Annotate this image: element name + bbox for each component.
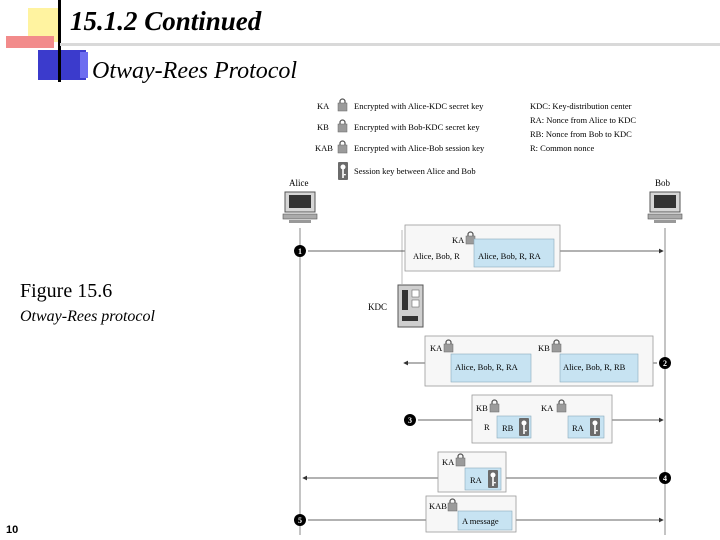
legend-right-kdc: KDC: Key-distribution center (530, 101, 632, 111)
step-4-key: KA (442, 457, 455, 467)
step-1-marker (294, 245, 306, 257)
legend-key-ka: KA (317, 101, 330, 111)
legend-text-session: Session key between Alice and Bob (354, 166, 476, 176)
figure-caption: Figure 15.6 (20, 280, 113, 302)
step-5: 5 KAB A message (294, 495, 664, 533)
bob-computer-icon (647, 191, 683, 224)
legend-key-kab: KAB (315, 143, 333, 153)
title-vertical-rule (58, 0, 61, 82)
step-2-key-a: KA (430, 343, 443, 353)
step-2-encrypted-a: Alice, Bob, R, RA (455, 362, 519, 372)
figure-caption-sub: Otway-Rees protocol (20, 308, 155, 325)
step-2-number: 2 (663, 359, 667, 368)
session-key-icon (519, 418, 529, 436)
step-3-number: 3 (408, 416, 412, 425)
step-2-encrypted-b: Alice, Bob, R, RB (563, 362, 626, 372)
legend-right-rb: RB: Nonce from Bob to KDC (530, 129, 632, 139)
legend-left: KA Encrypted with Alice-KDC secret key K… (315, 98, 485, 180)
actor-bob-label: Bob (655, 178, 671, 188)
legend-key-kb: KB (317, 122, 329, 132)
legend-text-ka: Encrypted with Alice-KDC secret key (354, 101, 484, 111)
kdc-server-icon (397, 284, 424, 328)
step-3: 3 KB R RB KA RA (404, 394, 664, 444)
step-5-number: 5 (298, 516, 302, 525)
lock-icon (337, 98, 348, 112)
session-key-icon (338, 162, 348, 180)
step-4-marker (659, 472, 671, 484)
actor-alice-label: Alice (289, 178, 309, 188)
slide-title: 15.1.2 Continued (70, 6, 262, 36)
step-1-number: 1 (298, 247, 302, 256)
step-1-plain: Alice, Bob, R (413, 251, 460, 261)
decor-blue-block-accent (80, 52, 88, 78)
step-2-marker (659, 357, 671, 369)
slide-number: 10 (6, 524, 19, 536)
step-1: 1 KA Alice, Bob, R Alice, Bob, R, RA (294, 224, 664, 272)
step-3-encrypted-b: RB (502, 423, 514, 433)
step-3-marker (404, 414, 416, 426)
step-3-common-nonce: R (484, 422, 490, 432)
step-2: 2 KA Alice, Bob, R, RA KB Alice, Bob, R,… (403, 335, 671, 387)
legend-right: KDC: Key-distribution center RA: Nonce f… (530, 101, 636, 153)
legend-right-r: R: Common nonce (530, 143, 594, 153)
step-5-key: KAB (429, 501, 447, 511)
legend-right-ra: RA: Nonce from Alice to KDC (530, 115, 636, 125)
step-5-marker (294, 514, 306, 526)
step-3-key-b: KB (476, 403, 488, 413)
step-2-key-b: KB (538, 343, 550, 353)
lock-icon (337, 140, 348, 154)
title-horizontal-rule (60, 43, 720, 46)
session-key-icon (590, 418, 600, 436)
step-4: 4 KA RA (302, 451, 671, 493)
step-4-number: 4 (663, 474, 667, 483)
decor-red-bar (6, 36, 54, 48)
step-3-encrypted-a: RA (572, 423, 585, 433)
step-5-encrypted: A message (462, 516, 499, 526)
decor-blue-block (38, 50, 86, 80)
step-1-key: KA (452, 235, 465, 245)
legend-text-kab: Encrypted with Alice-Bob session key (354, 143, 485, 153)
lock-icon (337, 119, 348, 133)
step-3-key-a: KA (541, 403, 554, 413)
step-4-encrypted: RA (470, 475, 483, 485)
legend-text-kb: Encrypted with Bob-KDC secret key (354, 122, 480, 132)
alice-computer-icon (282, 191, 318, 224)
slide-subtitle: Otway-Rees Protocol (92, 58, 298, 84)
kdc-label: KDC (368, 302, 387, 312)
step-1-encrypted: Alice, Bob, R, RA (478, 251, 542, 261)
session-key-icon (488, 470, 498, 488)
